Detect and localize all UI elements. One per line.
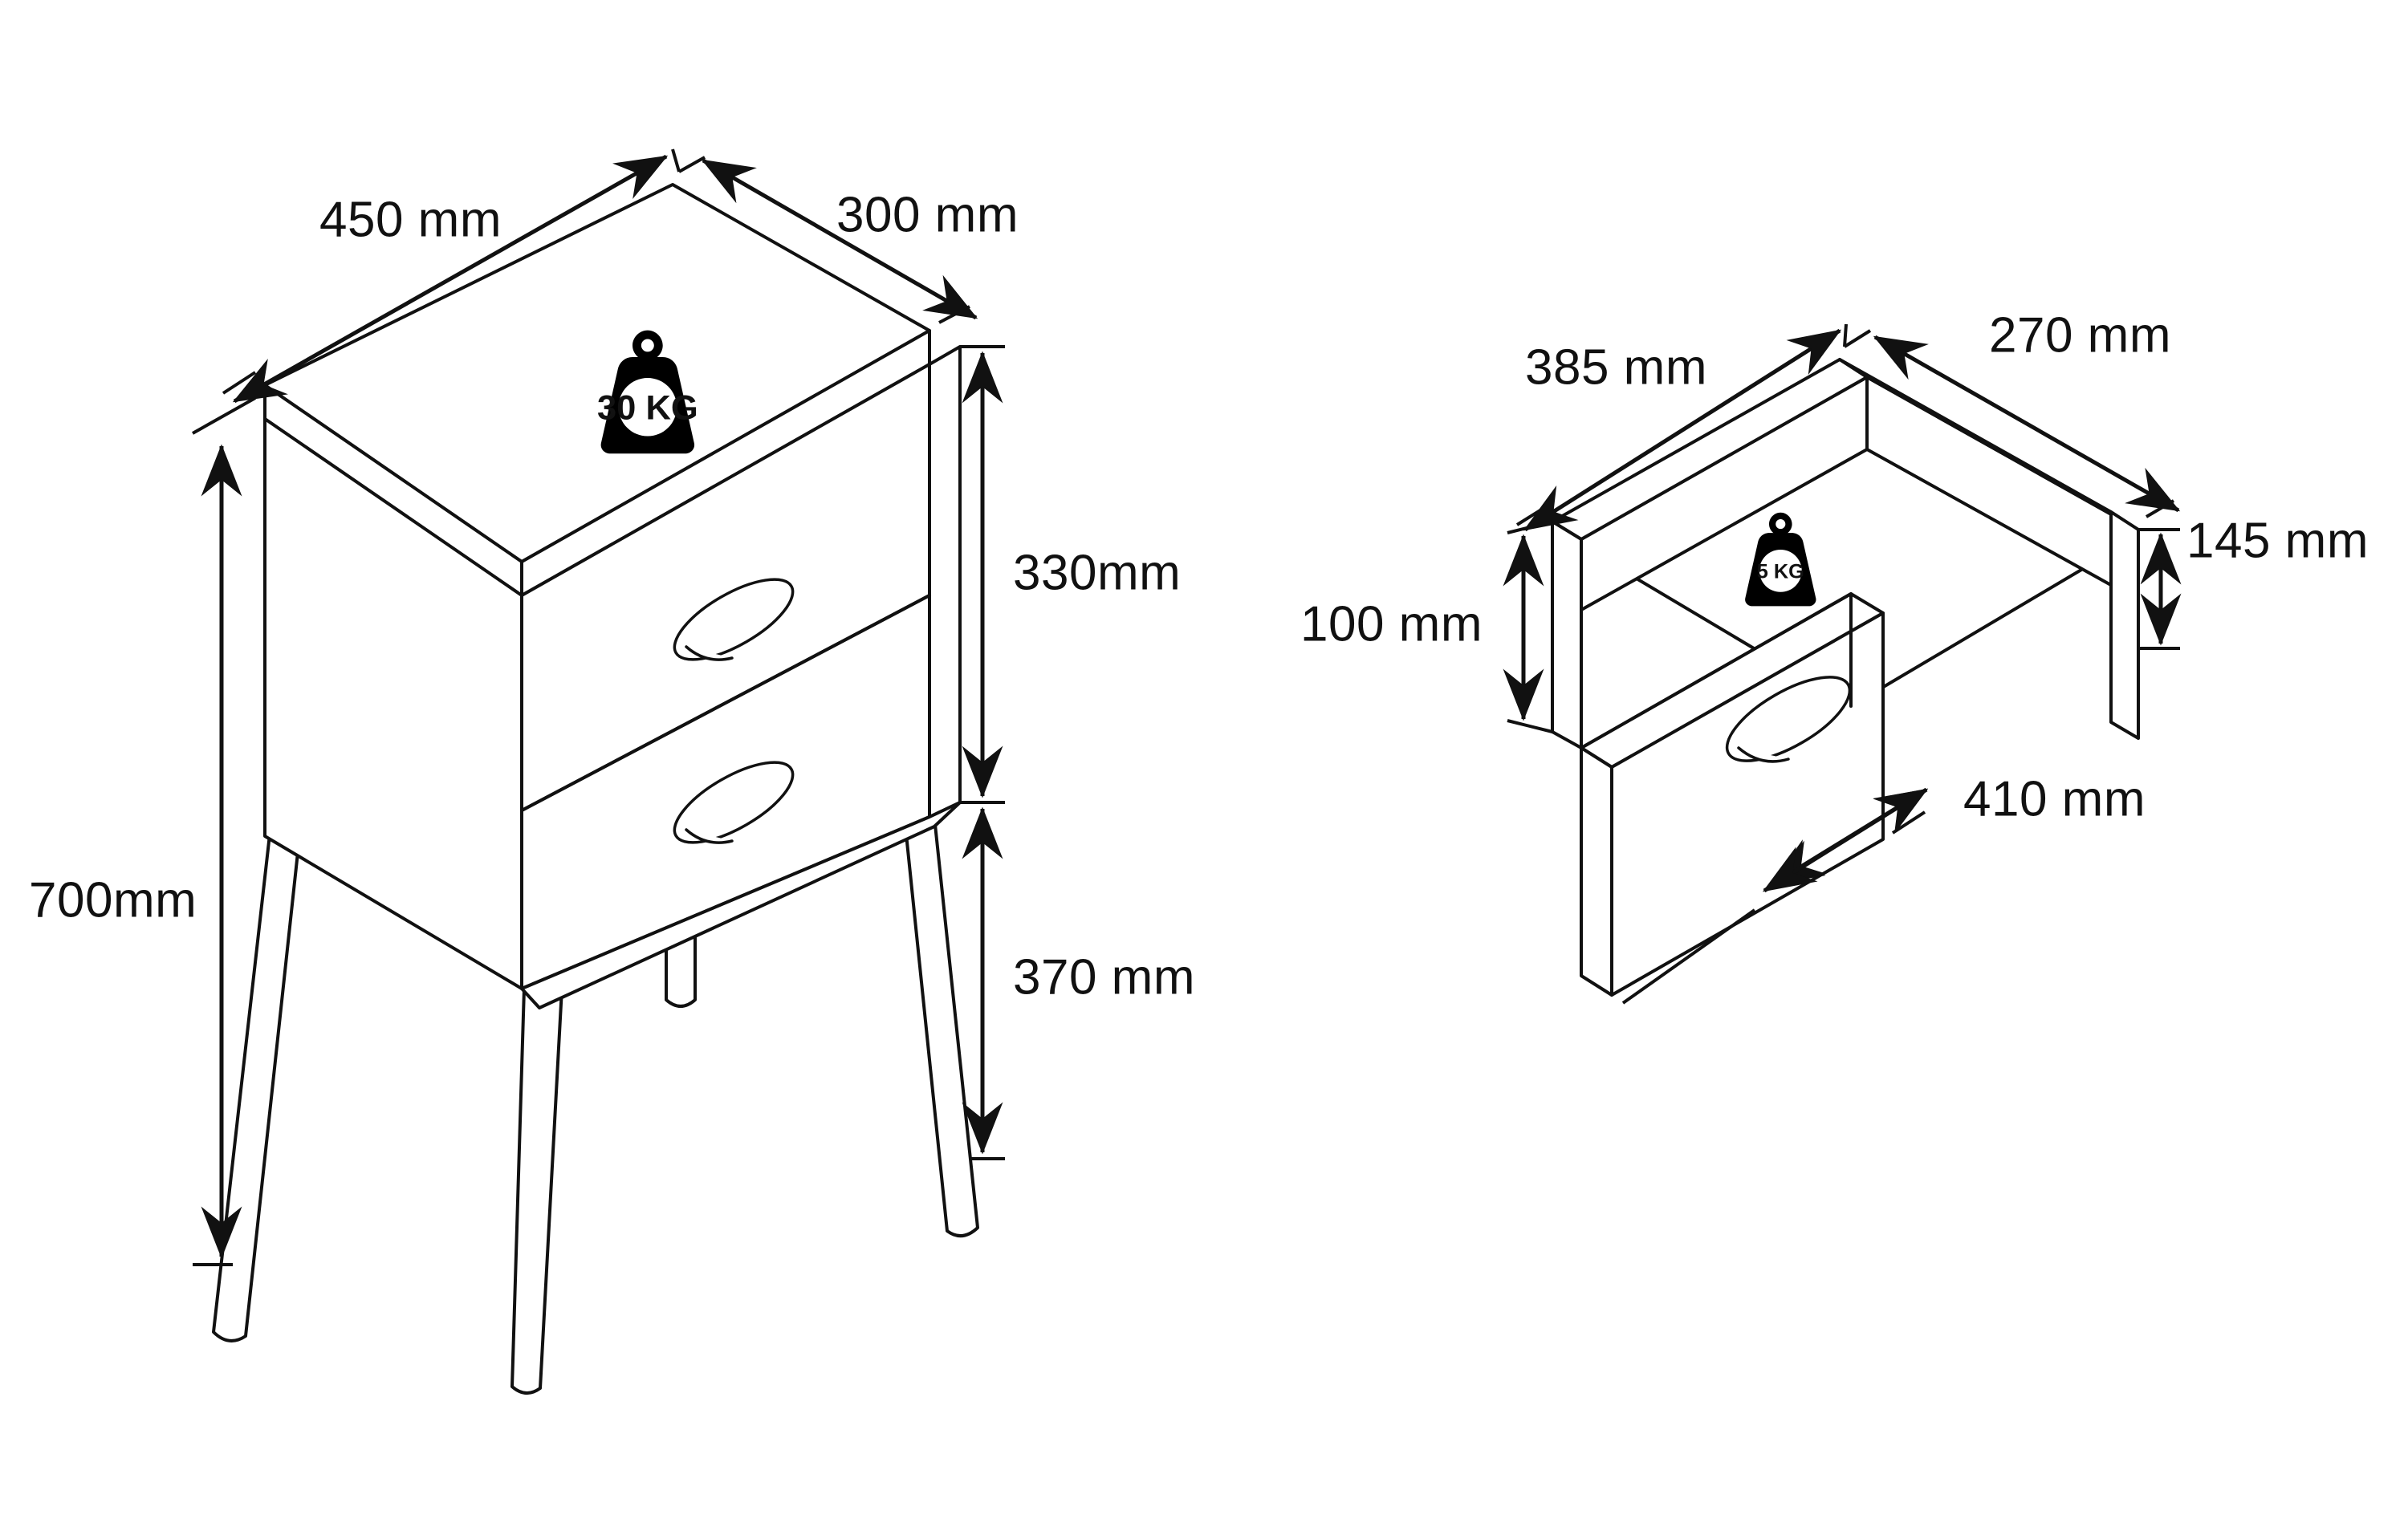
dim-cabinet-width-label: 450 mm xyxy=(319,192,502,247)
dim-drawer-front-width-label: 410 mm xyxy=(1963,771,2146,827)
lower-drawer-handle[interactable] xyxy=(663,747,804,858)
drawer-back-panel xyxy=(2109,510,2140,740)
cabinet-load-label: 30 KG xyxy=(597,389,698,428)
dim-cabinet-depth: 300 mm xyxy=(678,156,1019,324)
dim-cabinet-body-height: 330mm xyxy=(960,345,1181,804)
dim-cabinet-leg-height-label: 370 mm xyxy=(1013,949,1195,1005)
dim-cabinet-total-height-label: 700mm xyxy=(29,872,197,928)
cabinet-body xyxy=(263,183,962,1009)
dim-drawer-inner-depth-label: 270 mm xyxy=(1989,307,2171,363)
dim-drawer-inner-width: 385 mm xyxy=(1515,323,1848,532)
cabinet-view: 30 KG 450 mm 300 mm 330mm xyxy=(29,148,1195,1395)
dim-drawer-side-height: 100 mm xyxy=(1300,520,1553,733)
right-side-edge xyxy=(928,345,962,818)
dim-drawer-inner-depth: 270 mm xyxy=(1843,307,2181,518)
dim-drawer-side-height-label: 100 mm xyxy=(1300,596,1483,652)
bottom-panel-edge xyxy=(520,801,962,1009)
drawer-front-inner-line xyxy=(1580,592,1853,749)
upper-drawer-handle[interactable] xyxy=(663,564,804,675)
drawer-view: 5 KG 385 mm 270 mm 145 mm xyxy=(1300,307,2369,1005)
drawer-handle[interactable] xyxy=(1715,661,1862,778)
dim-cabinet-total-height: 700mm xyxy=(29,396,256,1266)
dim-cabinet-leg-height: 370 mm xyxy=(960,801,1195,1160)
dim-drawer-front-width: 410 mm xyxy=(1621,771,2146,1005)
right-leg xyxy=(904,815,979,1237)
dim-drawer-inner-width-label: 385 mm xyxy=(1525,339,1707,395)
drawer-gap-line xyxy=(520,594,931,812)
drawer-left-panel xyxy=(1551,520,1583,749)
dim-drawer-front-height-label: 145 mm xyxy=(2186,513,2369,568)
drawer-front-panel-side xyxy=(1580,746,1613,997)
front-leg xyxy=(510,987,563,1395)
dim-cabinet-width: 450 mm xyxy=(222,148,681,404)
dim-cabinet-body-height-label: 330mm xyxy=(1013,545,1181,600)
dim-cabinet-depth-label: 300 mm xyxy=(836,187,1019,242)
drawer-load-label: 5 KG xyxy=(1757,561,1804,583)
dim-drawer-front-height: 145 mm xyxy=(2138,513,2369,650)
